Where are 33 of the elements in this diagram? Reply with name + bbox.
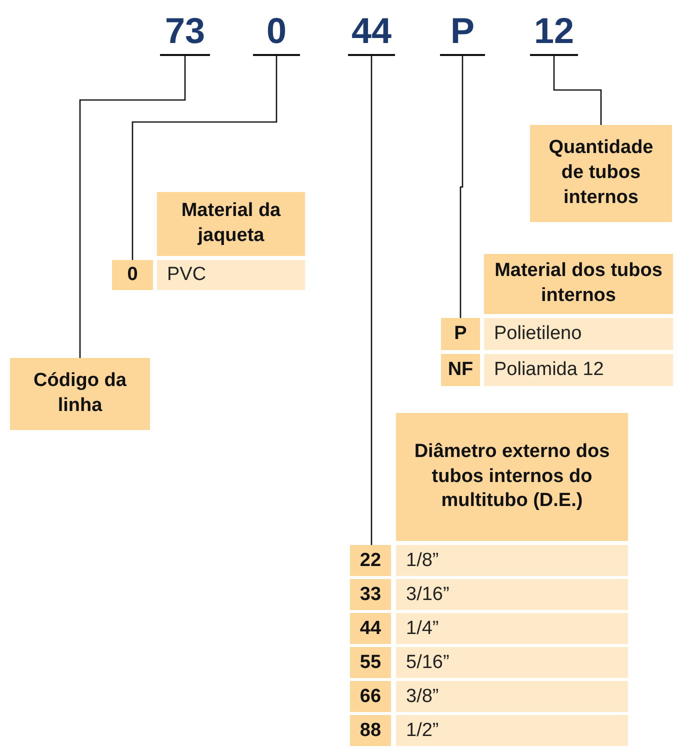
value-cell: PVC xyxy=(157,260,305,290)
leader-line xyxy=(553,56,602,125)
value-cell: 1/8” xyxy=(396,545,628,576)
table-header: Material da jaqueta xyxy=(157,192,305,256)
code-cell: 22 xyxy=(350,545,391,576)
leader-line xyxy=(460,56,464,318)
code-cell: 44 xyxy=(350,613,391,644)
code-segment: P xyxy=(440,8,485,56)
value-cell: 3/8” xyxy=(396,681,628,712)
code-segment: 44 xyxy=(348,8,395,56)
value-cell: 1/4” xyxy=(396,613,628,644)
value-cell: 3/16” xyxy=(396,579,628,610)
code-segment: 73 xyxy=(160,8,210,56)
leader-line xyxy=(370,56,372,545)
label-box: Código da linha xyxy=(10,358,150,430)
code-cell: 33 xyxy=(350,579,391,610)
code-segment: 12 xyxy=(530,8,578,56)
code-segment: 0 xyxy=(253,8,300,56)
table-header: Material dos tubos internos xyxy=(484,254,673,314)
value-cell: 1/2” xyxy=(396,715,628,746)
leader-line xyxy=(132,56,278,260)
code-cell: NF xyxy=(441,354,480,386)
code-cell: 66 xyxy=(350,681,391,712)
code-cell: 0 xyxy=(112,260,153,290)
value-cell: Poliamida 12 xyxy=(484,354,673,386)
leader-line xyxy=(79,56,186,358)
code-cell: P xyxy=(441,318,480,350)
table-header: Diâmetro externo dos tubos internos do multitubo (D.E.) xyxy=(396,413,628,541)
value-cell: 5/16” xyxy=(396,647,628,678)
code-cell: 88 xyxy=(350,715,391,746)
label-box: Quantidade de tubos internos xyxy=(530,125,672,222)
code-cell: 55 xyxy=(350,647,391,678)
value-cell: Polietileno xyxy=(484,318,673,350)
